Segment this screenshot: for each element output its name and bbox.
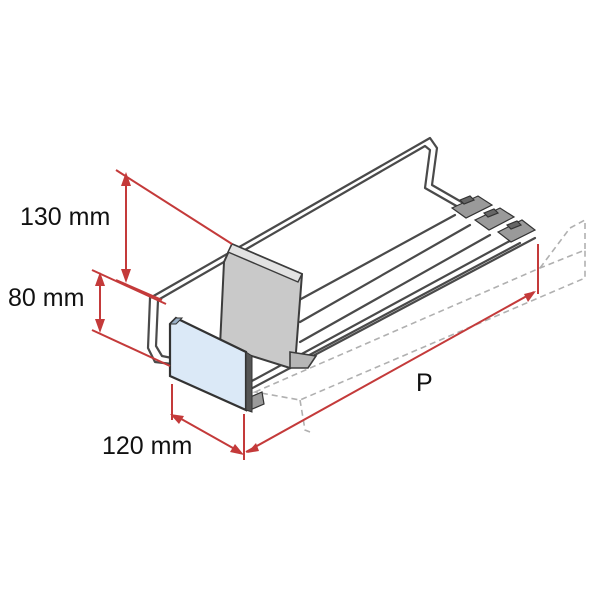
- height-bottom-label: 80 mm: [8, 284, 85, 312]
- dimension-depth: [245, 244, 539, 453]
- divider-panel: [218, 242, 318, 370]
- dimension-height-top: [115, 169, 233, 301]
- height-top-label: 130 mm: [20, 203, 111, 231]
- dimension-width: [170, 384, 245, 460]
- depth-label: P: [416, 369, 433, 397]
- dimension-height-bottom: [91, 269, 171, 367]
- cabinet-outline: [252, 218, 586, 433]
- width-label: 120 mm: [102, 432, 193, 460]
- front-plate: [168, 316, 253, 413]
